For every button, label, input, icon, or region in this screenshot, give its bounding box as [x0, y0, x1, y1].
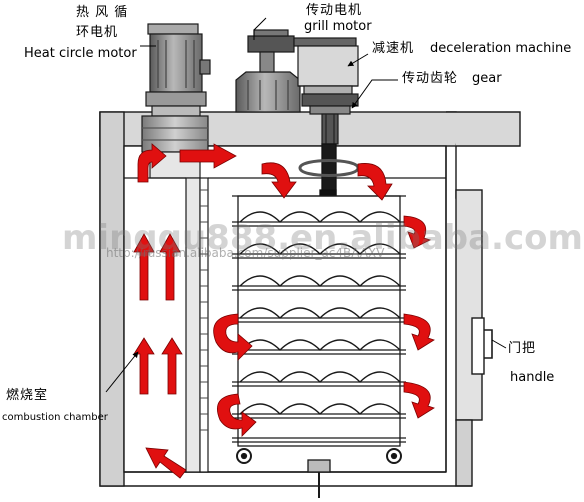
- heat-motor-label-zh-line2: 环电机: [76, 25, 119, 40]
- heat-motor-label-en: Heat circle motor: [24, 46, 137, 61]
- transmission-gear: [301, 93, 359, 145]
- rack-wheels: [236, 448, 402, 464]
- heat-motor-label-zh-line1: 热 风 循: [76, 5, 129, 20]
- deceleration-label-en: deceleration machine: [430, 41, 572, 56]
- tray-shelves: [232, 211, 406, 443]
- grill-motor: [235, 29, 301, 113]
- handle-label-zh: 门把: [508, 341, 537, 356]
- combustion-chamber-label-en: combustion chamber: [2, 412, 108, 423]
- grill-motor-label-zh: 传动电机: [306, 3, 363, 18]
- deceleration-label-zh: 减速机: [372, 41, 415, 56]
- airflow-arrows: [133, 143, 435, 479]
- tray-rack: [232, 195, 406, 498]
- grill-motor-label-en: grill motor: [304, 19, 372, 34]
- combustion-chamber-label-zh: 燃烧室: [6, 388, 49, 403]
- handle-label-en: handle: [510, 370, 555, 385]
- gear-label-zh: 传动齿轮: [402, 71, 459, 86]
- chamber-wall: [124, 177, 446, 473]
- gear-label-en: gear: [472, 71, 502, 86]
- callout-lines: [105, 17, 507, 393]
- deceleration-machine: [293, 37, 359, 95]
